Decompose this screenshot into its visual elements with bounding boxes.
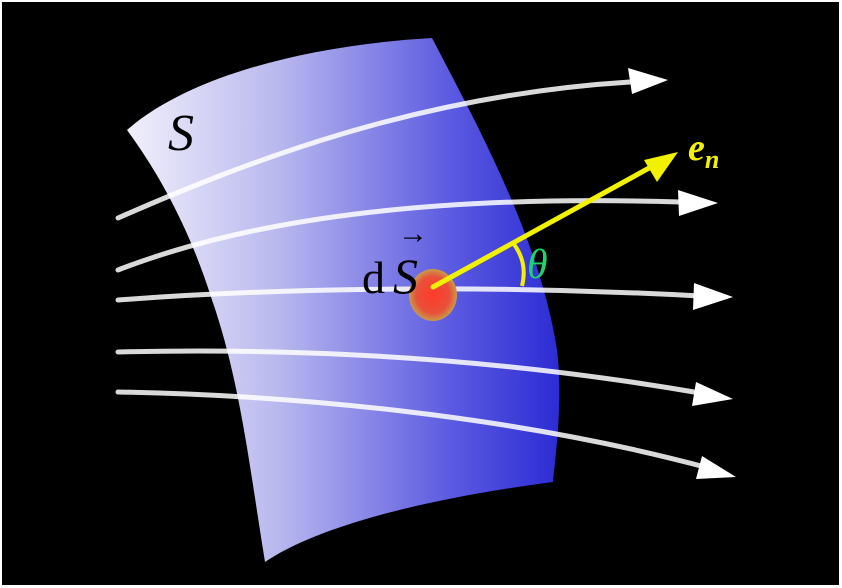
normal-vector <box>430 152 678 290</box>
angle-arc <box>511 241 526 287</box>
normal-label-sub: n <box>705 145 719 174</box>
arrowhead-3 <box>693 283 733 310</box>
normal-label-main: e <box>688 127 705 169</box>
arrowhead-5 <box>696 456 736 479</box>
arrowhead-1 <box>628 68 668 94</box>
element-vector-mark: → <box>398 217 428 250</box>
element-label-symbol: S <box>393 248 418 304</box>
normal-label: en <box>688 127 719 174</box>
arrowhead-4 <box>692 382 733 406</box>
field-line-1 <box>115 79 633 221</box>
arrowhead-2 <box>678 190 718 216</box>
field-line-5 <box>115 389 708 470</box>
surface-label: S <box>168 105 194 162</box>
field-line-3 <box>115 286 703 303</box>
element-label-prefix: d <box>362 252 385 303</box>
field-line-4 <box>115 348 703 396</box>
angle-label: θ <box>527 242 548 288</box>
field-arrowheads <box>628 68 736 479</box>
